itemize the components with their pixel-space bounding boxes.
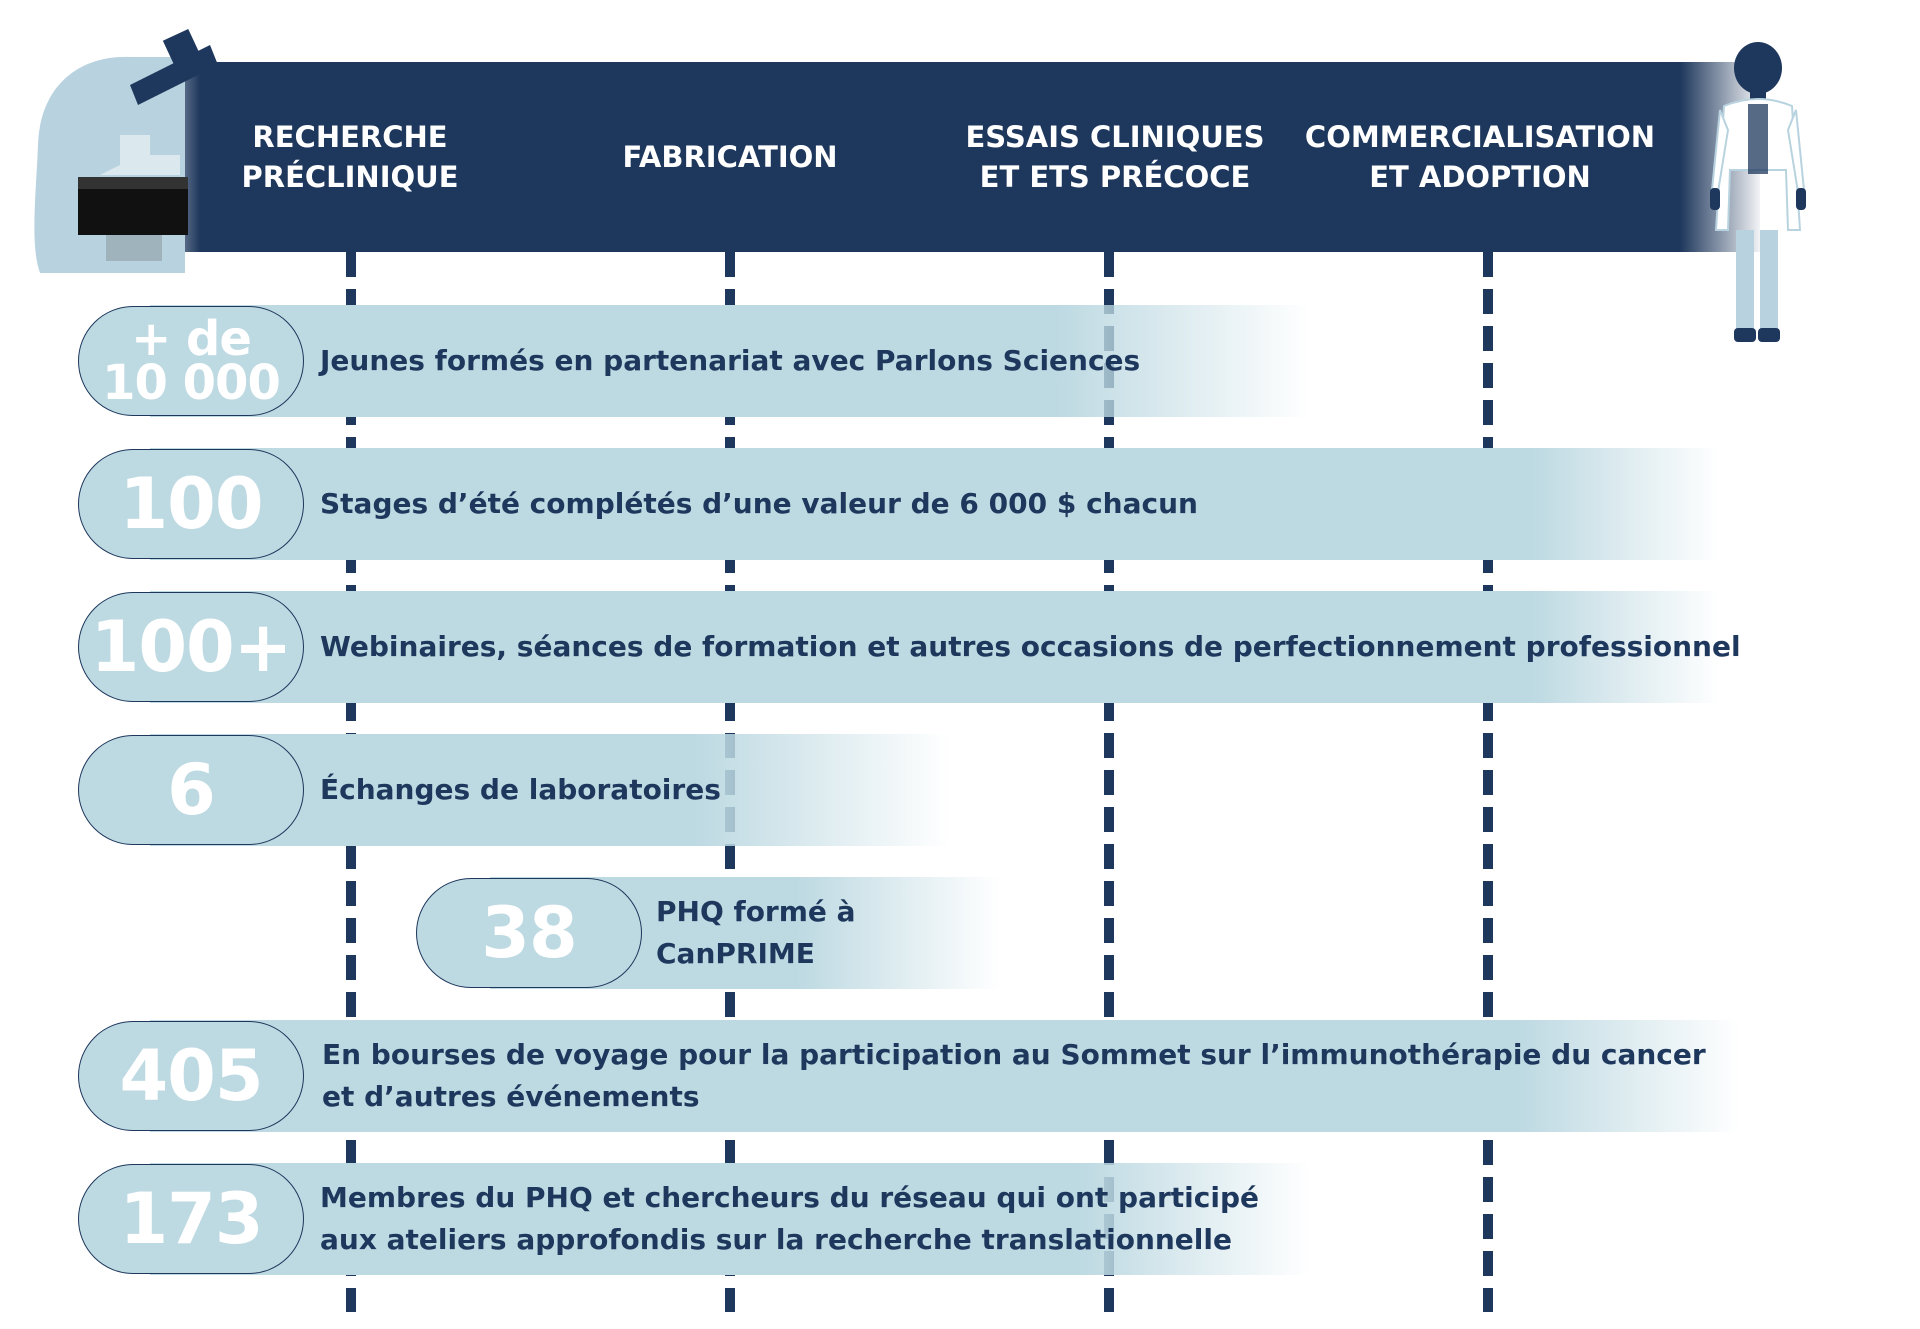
metric-label-summer-internships: Stages d’été complétés d’une valeur de 6… xyxy=(320,487,1198,520)
phase-preclinical-research: RECHERCHE PRÉCLINIQUE xyxy=(241,120,459,194)
metric-value-summer-internships: 100 xyxy=(78,449,304,559)
metric-bar-summer-internships xyxy=(150,448,1720,560)
metric-bar-workshops xyxy=(150,1163,1310,1275)
microscope-icon xyxy=(34,28,218,273)
phase-commercialization: COMMERCIALISATION ET ADOPTION xyxy=(1304,120,1656,194)
metric-label-canprime: PHQ formé à CanPRIME xyxy=(656,895,856,970)
metric-label-lab-exchanges: Échanges de laboratoires xyxy=(320,773,721,806)
metric-bar-youth-trained xyxy=(150,305,1310,417)
phase-line-clinical xyxy=(1104,252,1114,1312)
metric-value-lab-exchanges: 6 xyxy=(78,735,304,845)
metric-label-youth-trained: Jeunes formés en partenariat avec Parlon… xyxy=(320,344,1141,377)
metric-label-workshops: Membres du PHQ et chercheurs du réseau q… xyxy=(320,1181,1259,1256)
phase-manufacturing: FABRICATION xyxy=(622,140,838,174)
metric-value-travel-grants: 405 xyxy=(78,1021,304,1131)
metric-bar-travel-grants xyxy=(150,1020,1740,1132)
doctor-figure-icon xyxy=(1710,42,1806,342)
metric-value-youth-trained: + de 10 000 xyxy=(78,306,304,416)
metric-bar-webinars xyxy=(150,591,1720,703)
metric-label-travel-grants: En bourses de voyage pour la participati… xyxy=(322,1038,1706,1113)
metric-value-canprime: 38 xyxy=(416,878,642,988)
phase-clinical-trials: ESSAIS CLINIQUES ET ETS PRÉCOCE xyxy=(965,120,1265,194)
metric-value-workshops: 173 xyxy=(78,1164,304,1274)
phase-header-band xyxy=(140,62,1760,252)
metric-value-webinars: 100+ xyxy=(78,592,304,702)
phase-line-commercialization xyxy=(1483,252,1493,1312)
metric-label-webinars: Webinaires, séances de formation et autr… xyxy=(320,630,1741,663)
